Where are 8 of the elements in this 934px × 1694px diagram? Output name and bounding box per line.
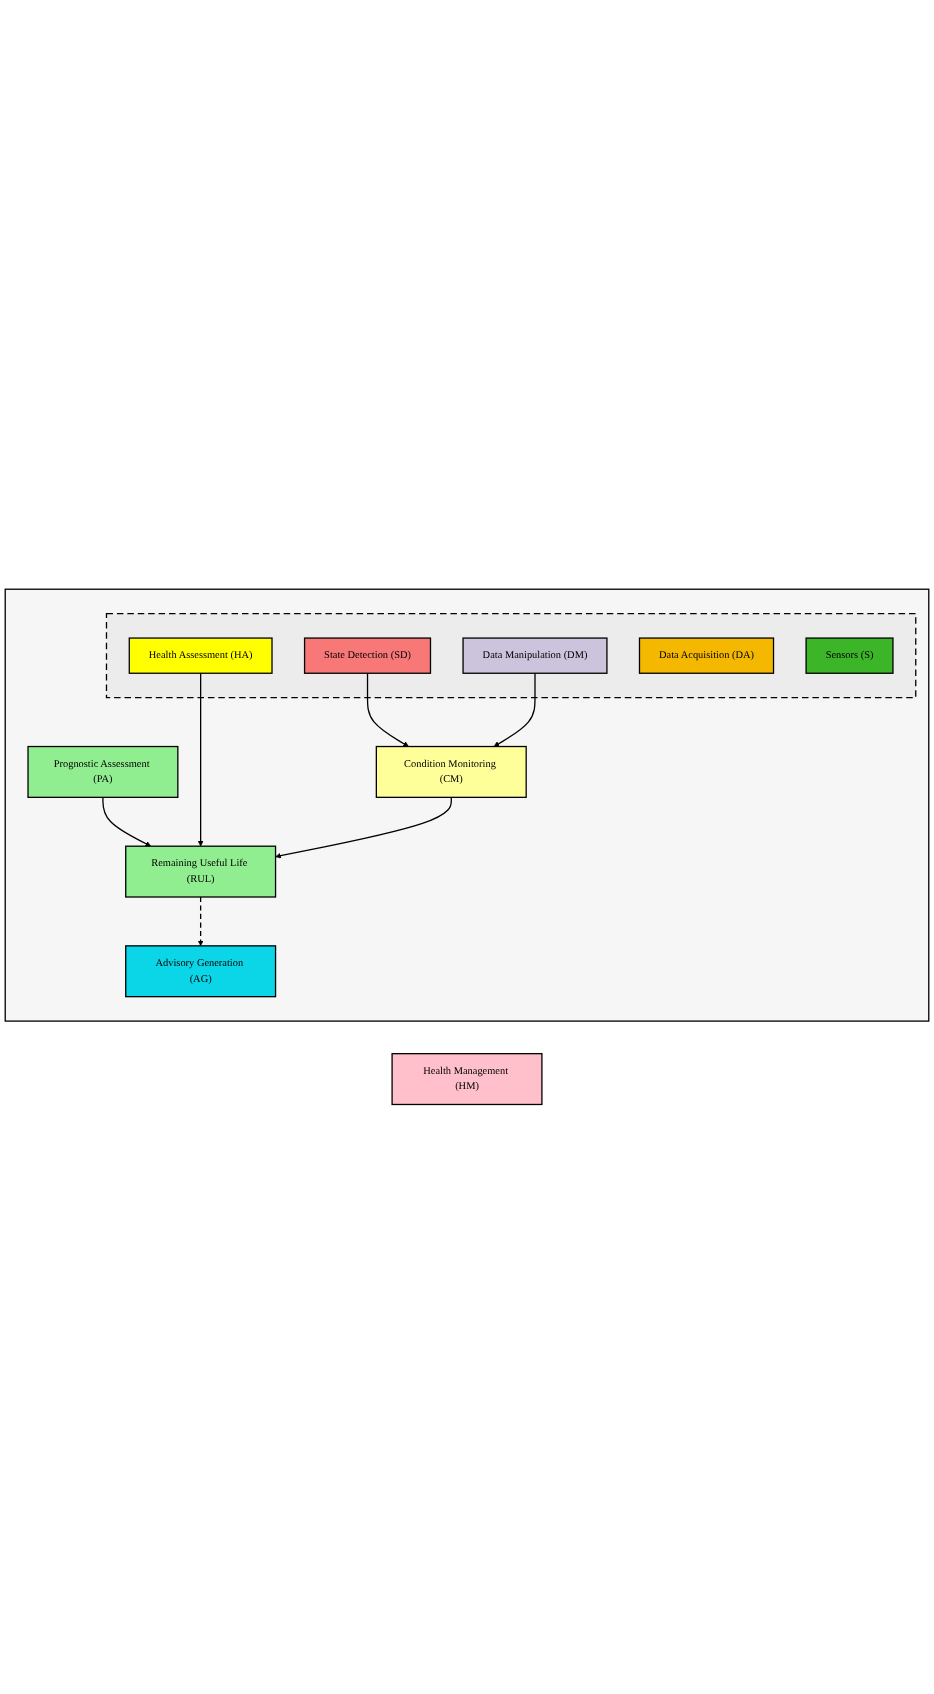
cluster [4, 588, 930, 1022]
arrow [366, 672, 409, 747]
arrow [493, 672, 536, 747]
arrow [102, 796, 152, 847]
arrow [197, 896, 204, 947]
cluster [105, 613, 917, 699]
arrow [275, 796, 452, 859]
arrow [197, 672, 204, 847]
